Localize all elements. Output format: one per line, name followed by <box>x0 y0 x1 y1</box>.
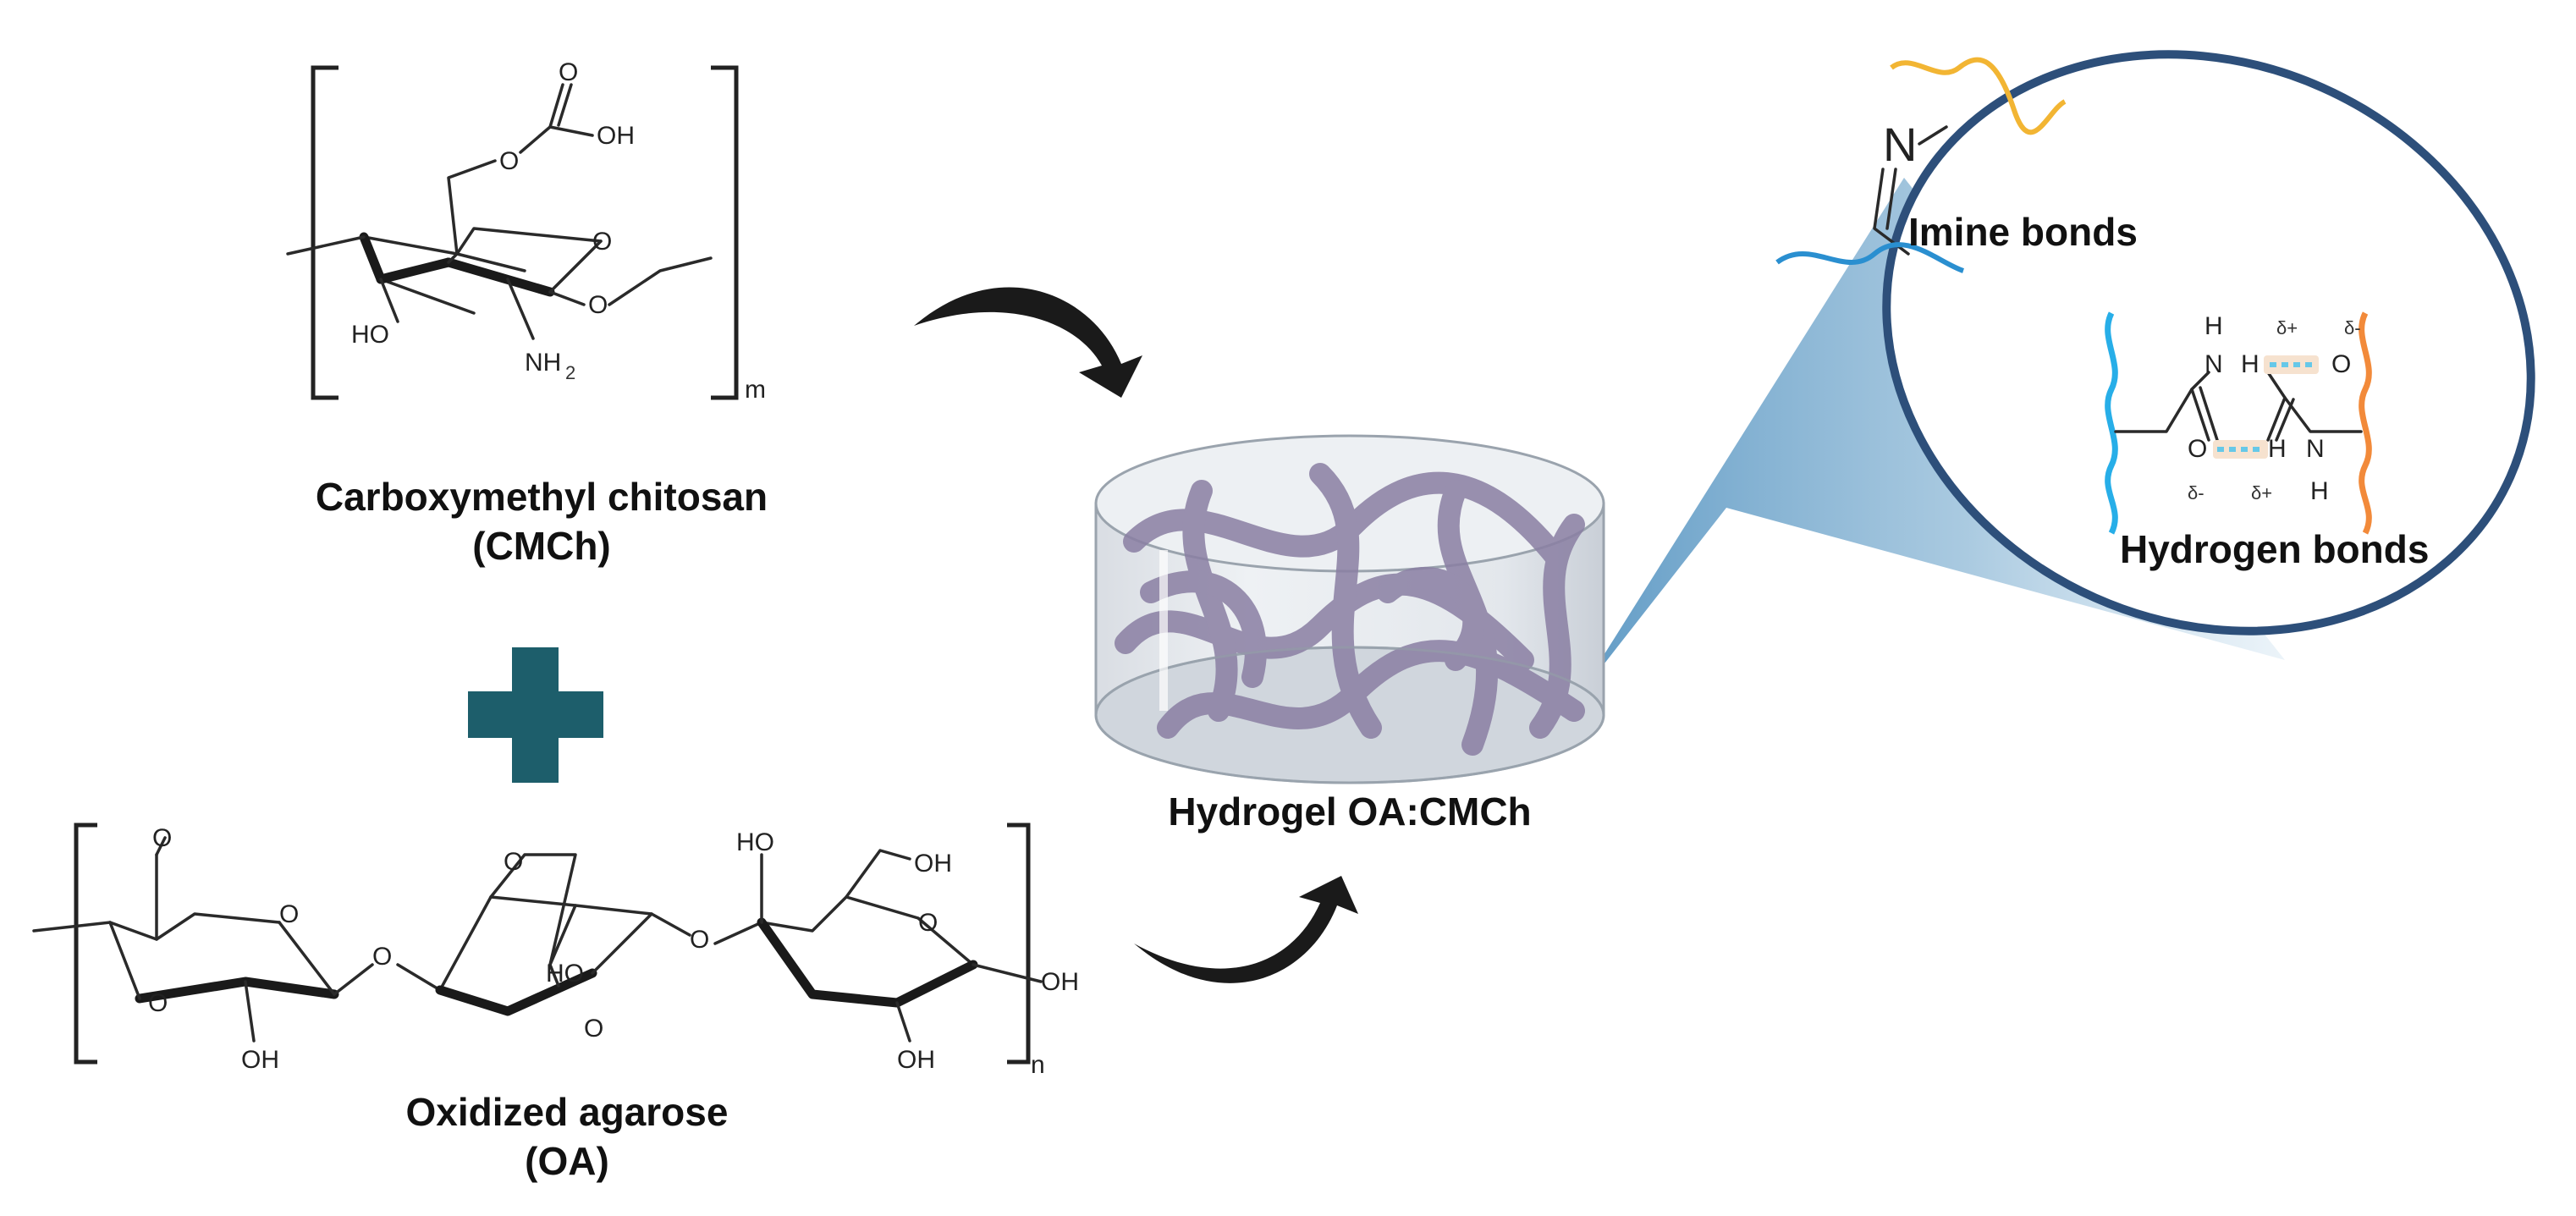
arrow-top-icon <box>914 287 1142 398</box>
hbond-h-bottom-2: H <box>2310 477 2329 505</box>
oa-left-bracket <box>74 823 97 1065</box>
zoom-oval <box>1882 50 2535 636</box>
cmch-carbonyl-o: O <box>559 58 578 86</box>
cmch-glyco-o: O <box>588 291 608 319</box>
plus-icon <box>468 647 603 783</box>
oa-bridge-o: O <box>504 848 523 876</box>
oa-name: Oxidized agarose <box>405 1090 729 1134</box>
hbond-o-top: O <box>2331 350 2351 378</box>
oa-link-o-2: O <box>690 926 709 954</box>
imine-bond-sketch: N <box>1775 57 2067 273</box>
oa-ring1-oring: O <box>279 900 299 928</box>
cmch-right-bracket <box>711 65 739 400</box>
oa-ring3-oh-end: OH <box>1041 968 1079 996</box>
oa-ring2-ho: HO <box>546 960 584 988</box>
oa-aldehyde-o: O <box>152 824 172 852</box>
cmch-nh-sub: 2 <box>565 362 575 383</box>
cmch-label: Carboxymethyl chitosan (CMCh) <box>254 472 829 570</box>
hydrogel-label: Hydrogel OA:CMCh <box>1168 790 1532 834</box>
oa-ring3-oh-bottom: OH <box>897 1046 935 1074</box>
oa-right-bracket <box>1007 823 1031 1065</box>
hydrogel-cylinder <box>1094 434 1605 784</box>
oa-structure: n O O O OH O O O HO O HO OH O <box>32 823 1079 1079</box>
cmch-name: Carboxymethyl chitosan <box>315 475 768 519</box>
cmch-ho: HO <box>351 321 389 349</box>
hydrogen-bond-sketch: N H H O O H N H δ+ δ- δ- δ+ <box>2105 311 2372 535</box>
cmch-nh: NH <box>525 349 561 377</box>
oa-abbr: (OA) <box>525 1139 609 1183</box>
hbond-o-bottom: O <box>2188 435 2207 463</box>
hbond-delta-minus-bottom: δ- <box>2188 482 2204 503</box>
oa-repeat-n: n <box>1031 1051 1045 1079</box>
cmch-left-bracket <box>311 65 339 400</box>
oa-ring2-o: O <box>584 1015 603 1043</box>
cmch-ester-o: O <box>499 147 519 175</box>
cmch-abbr: (CMCh) <box>472 524 611 568</box>
hbond-n-bottom: N <box>2306 435 2325 463</box>
hbond-n-top: N <box>2204 350 2223 378</box>
hbond-h-top-2: H <box>2241 350 2260 378</box>
imine-n: N <box>1883 118 1917 171</box>
cmch-oh: OH <box>597 122 635 150</box>
hbond-h-top: H <box>2204 312 2223 340</box>
oa-ring3-ho: HO <box>736 828 774 856</box>
hbond-h-bottom: H <box>2268 435 2287 463</box>
hydrogen-bonds-label: Hydrogen bonds <box>2120 527 2430 571</box>
oa-label: Oxidized agarose (OA) <box>279 1087 855 1186</box>
hbond-delta-minus-top: δ- <box>2344 317 2361 338</box>
oa-link-o-1: O <box>372 943 392 971</box>
oa-ring1-o: O <box>148 989 168 1017</box>
oa-ring1-oh: OH <box>241 1046 279 1074</box>
oa-ring3-oring: O <box>918 909 938 937</box>
cmch-structure: m O O O OH O HO NH 2 <box>286 58 766 404</box>
imine-bonds-label: Imine bonds <box>1908 210 2138 254</box>
cmch-ring-o: O <box>592 228 612 256</box>
hbond-delta-plus-bottom: δ+ <box>2251 482 2272 503</box>
arrow-bottom-icon <box>1134 876 1358 983</box>
hbond-delta-plus-top: δ+ <box>2276 317 2298 338</box>
cmch-repeat-m: m <box>745 376 766 404</box>
oa-ring3-ch2oh: OH <box>914 850 952 878</box>
